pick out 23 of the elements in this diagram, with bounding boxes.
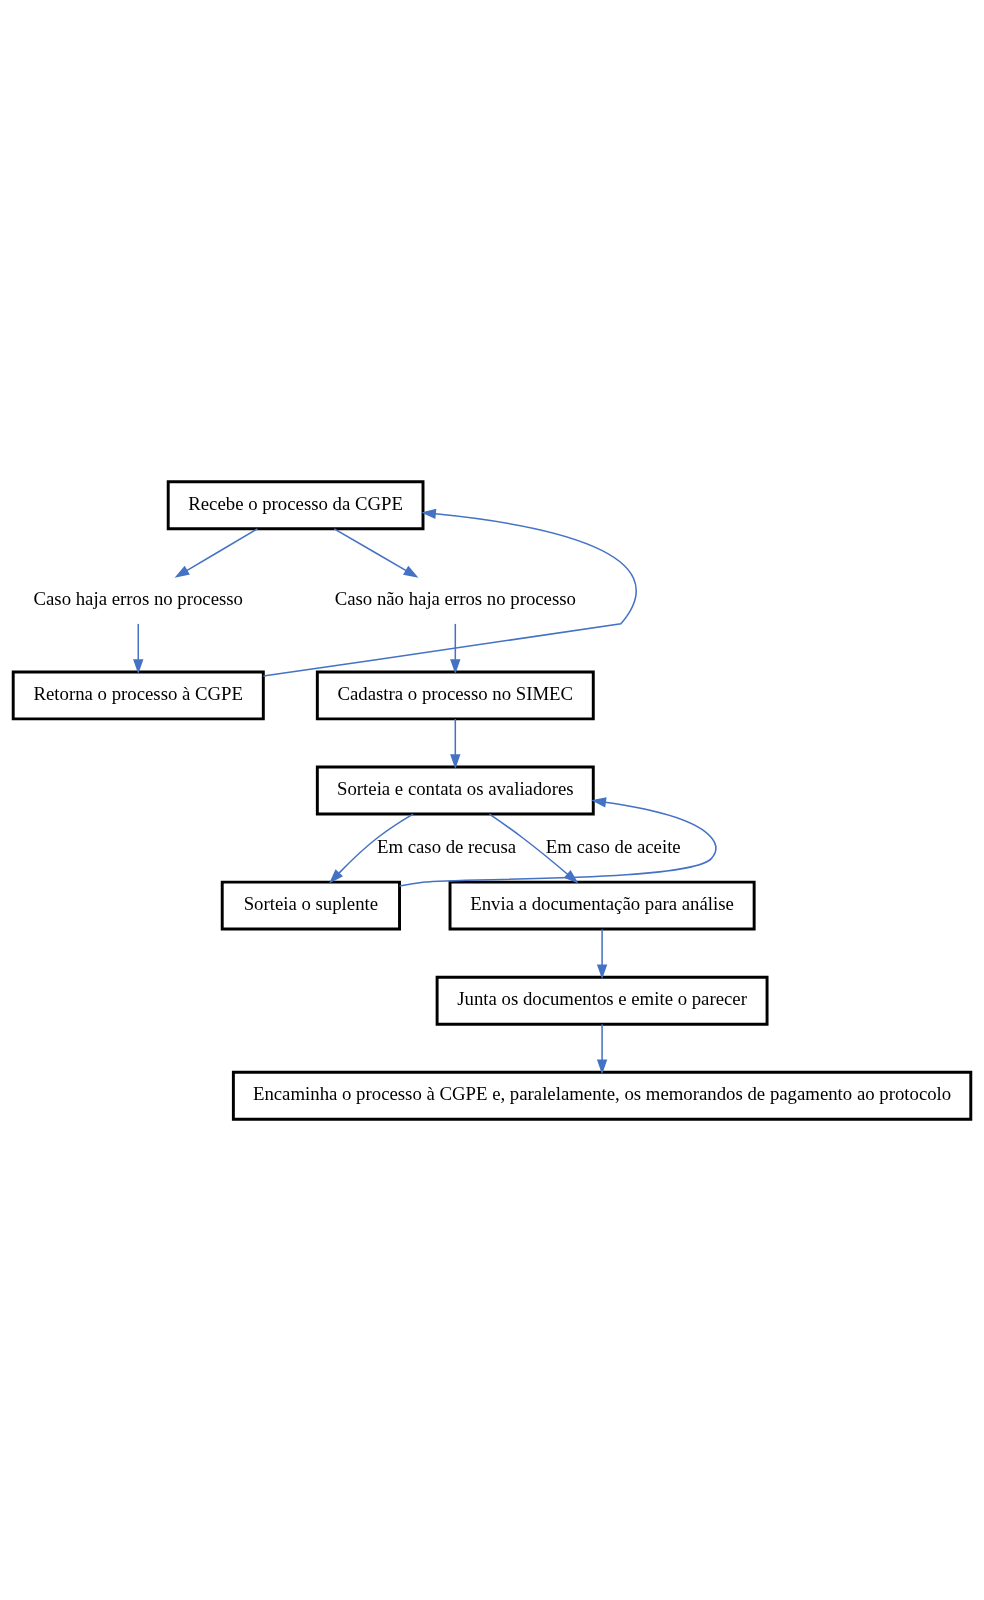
arrow [488, 812, 579, 884]
node-text: Caso haja erros no processo [33, 587, 244, 609]
arrow [174, 527, 259, 578]
arrow [333, 527, 419, 578]
node-text: Caso não haja erros no processo [334, 587, 576, 609]
arrow [450, 717, 461, 769]
node-box: Retorna o processo à CGPE [11, 669, 265, 720]
arrow [329, 812, 414, 884]
edge-label: Em caso de aceite [545, 835, 681, 857]
node-box: Recebe o processo da CGPE [166, 479, 425, 530]
edge-label: Em caso de recusa [376, 835, 517, 857]
arrow [262, 508, 637, 677]
arrow [596, 927, 608, 979]
node-box: Envia a documentação para análise [448, 880, 756, 931]
arrow [133, 622, 144, 674]
node-box: Sorteia e contata os avaliadores [315, 765, 595, 815]
arrow [398, 796, 717, 887]
node-box: Cadastra o processo no SIMEC [315, 669, 595, 720]
arrow [596, 1023, 608, 1074]
node-box: Junta os documentos e emite o parecer [435, 975, 769, 1026]
arrow [450, 622, 461, 674]
node-box: Sorteia o suplente [220, 880, 401, 931]
node-box: Encaminha o processo à CGPE e, paralelamente, os memorandos de pagamento ao protocolo [231, 1070, 973, 1121]
